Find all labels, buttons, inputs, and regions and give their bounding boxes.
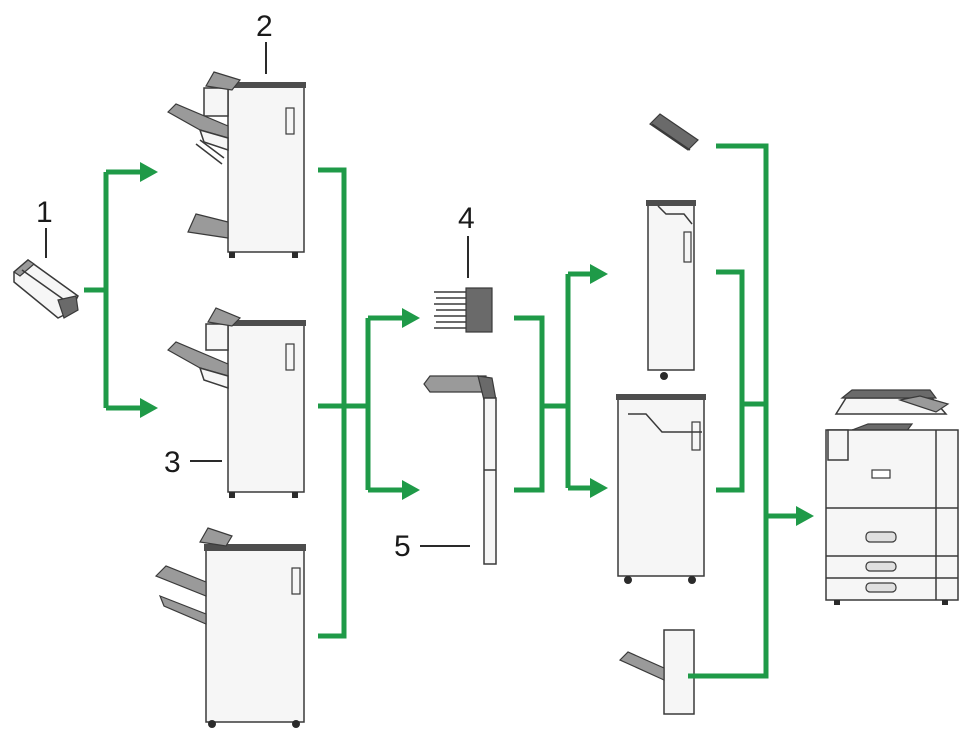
multi-bin-tray-illustration [434, 287, 493, 333]
printer-illustration [825, 389, 959, 605]
flow-arrow-to-lct [590, 478, 608, 498]
finisher-illustration [167, 307, 306, 498]
tall-bypass-unit-illustration [646, 200, 696, 380]
callout-5-label: 5 [394, 530, 411, 563]
flow-bracket-main [688, 143, 769, 679]
flow-connectors [84, 143, 814, 679]
side-tray-illustration [618, 629, 695, 715]
bridge-unit-illustration [13, 259, 79, 319]
callout-3: 3 [164, 446, 222, 479]
flow-arrow-to-5 [402, 480, 420, 500]
callout-2: 2 [256, 10, 273, 74]
flow-bracket-finishers [318, 167, 347, 639]
callout-1: 1 [36, 196, 53, 258]
booklet-finisher-illustration [167, 71, 306, 258]
large-capacity-tray-illustration [616, 394, 706, 584]
flow-arrow-to-printer [796, 506, 814, 526]
small-tray-illustration [649, 113, 699, 151]
callout-4: 4 [458, 202, 475, 278]
flow-arrow-to-middle [140, 398, 158, 418]
callout-3-label: 3 [164, 446, 181, 479]
flow-arrow-to-top [140, 162, 158, 182]
flow-arrow-to-4 [402, 308, 420, 328]
large-finisher-illustration [154, 527, 306, 728]
flow-bracket-paper [716, 269, 745, 493]
flow-bracket-45 [514, 315, 545, 493]
callout-4-label: 4 [458, 202, 475, 235]
callout-2-label: 2 [256, 10, 273, 43]
flow-arrow-to-tall [590, 264, 608, 284]
output-stand-illustration [423, 375, 497, 565]
callout-1-label: 1 [36, 196, 53, 229]
callout-5: 5 [394, 530, 470, 563]
